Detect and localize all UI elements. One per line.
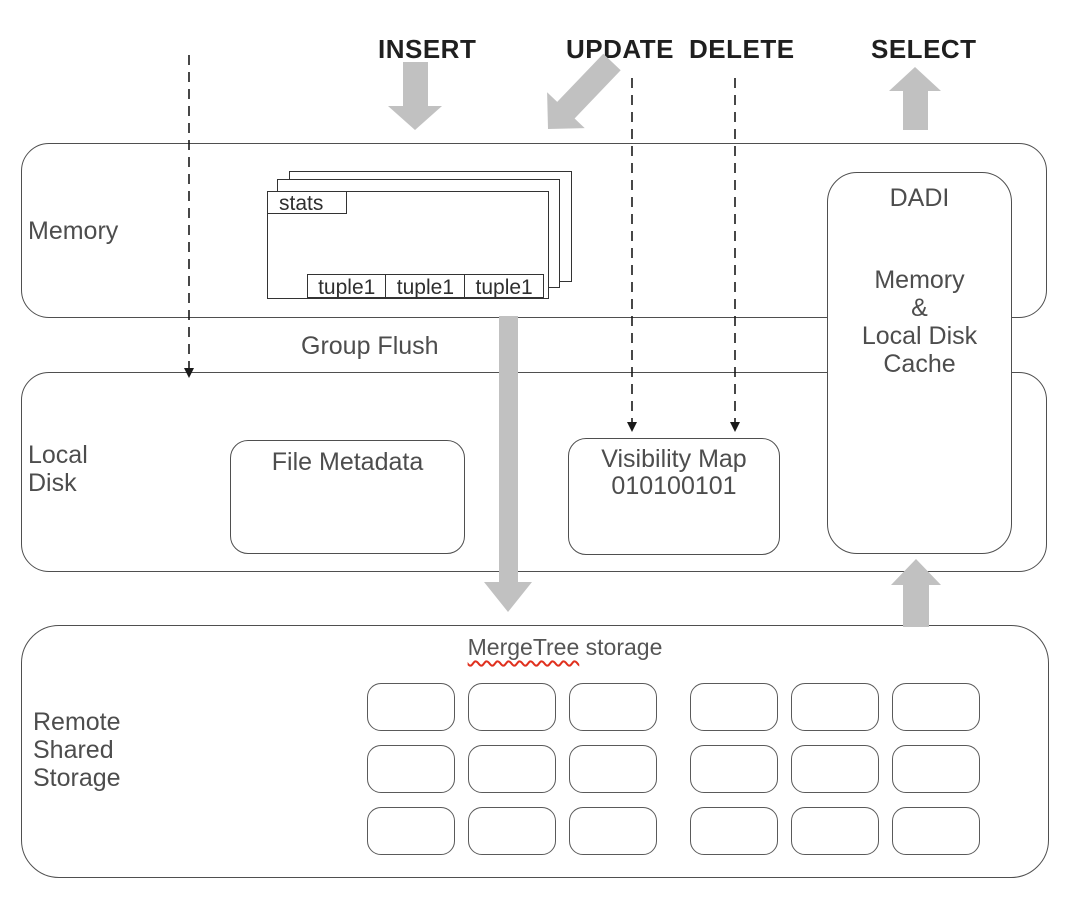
storage-part-box	[367, 807, 455, 855]
storage-part-box	[468, 745, 556, 793]
insert-arrow-icon	[388, 62, 442, 130]
visibility-map-title: Visibility Map	[601, 445, 747, 473]
remote-label-line2: Shared	[33, 736, 114, 764]
parts-row	[367, 807, 980, 855]
select-arrow-icon	[889, 67, 941, 130]
parts-row	[367, 745, 980, 793]
delete-label: DELETE	[689, 34, 795, 64]
group-flush-label: Group Flush	[301, 332, 439, 360]
dadi-body-line3: Local Disk	[861, 322, 978, 350]
visibility-map-box: Visibility Map 010100101	[568, 438, 780, 555]
parts-row	[367, 683, 980, 731]
storage-part-box	[892, 745, 980, 793]
storage-part-box	[791, 683, 879, 731]
remote-label-line1: Remote	[33, 708, 121, 736]
storage-part-box	[690, 683, 778, 731]
update-label: UPDATE	[566, 34, 674, 64]
tuple-row: tuple1 tuple1 tuple1	[306, 274, 545, 298]
stats-tab: stats	[267, 191, 347, 215]
dadi-body-label: Memory & Local Disk Cache	[828, 266, 1011, 378]
storage-part-box	[569, 745, 657, 793]
tuple-cell: tuple1	[306, 274, 387, 298]
remote-storage-zone-label: Remote Shared Storage	[33, 708, 121, 792]
storage-part-box	[367, 745, 455, 793]
storage-part-box	[367, 683, 455, 731]
storage-part-box	[690, 807, 778, 855]
file-metadata-label: File Metadata	[271, 448, 424, 476]
storage-part-box	[690, 745, 778, 793]
storage-part-box	[892, 807, 980, 855]
storage-part-box	[569, 807, 657, 855]
tuple-cell: tuple1	[464, 274, 545, 298]
file-metadata-box: File Metadata	[230, 440, 465, 554]
local-disk-label-line2: Disk	[28, 469, 77, 497]
storage-word: storage	[579, 634, 663, 660]
local-disk-label-line1: Local	[28, 441, 88, 469]
mergetree-word: MergeTree	[467, 634, 580, 660]
select-label: SELECT	[871, 34, 977, 64]
memory-zone-label: Memory	[28, 217, 119, 245]
dadi-body-line4: Cache	[883, 350, 956, 378]
dadi-body-line1: Memory	[874, 266, 965, 294]
local-disk-zone-label: Local Disk	[28, 441, 88, 497]
storage-part-box	[468, 683, 556, 731]
storage-part-box	[468, 807, 556, 855]
visibility-map-label: Visibility Map 010100101	[569, 446, 779, 500]
storage-part-box	[791, 807, 879, 855]
mergetree-parts-grid	[367, 683, 980, 855]
mergetree-storage-label: MergeTree storage	[440, 634, 690, 661]
insert-label: INSERT	[378, 34, 477, 64]
remote-label-line3: Storage	[33, 764, 121, 792]
dadi-title: DADI	[889, 184, 950, 212]
storage-part-box	[569, 683, 657, 731]
dadi-body-line2: &	[911, 294, 928, 322]
visibility-map-bits: 010100101	[611, 472, 737, 500]
dadi-cache-box: DADI Memory & Local Disk Cache	[827, 172, 1012, 554]
storage-part-box	[791, 745, 879, 793]
tuple-cell: tuple1	[385, 274, 466, 298]
storage-part-box	[892, 683, 980, 731]
